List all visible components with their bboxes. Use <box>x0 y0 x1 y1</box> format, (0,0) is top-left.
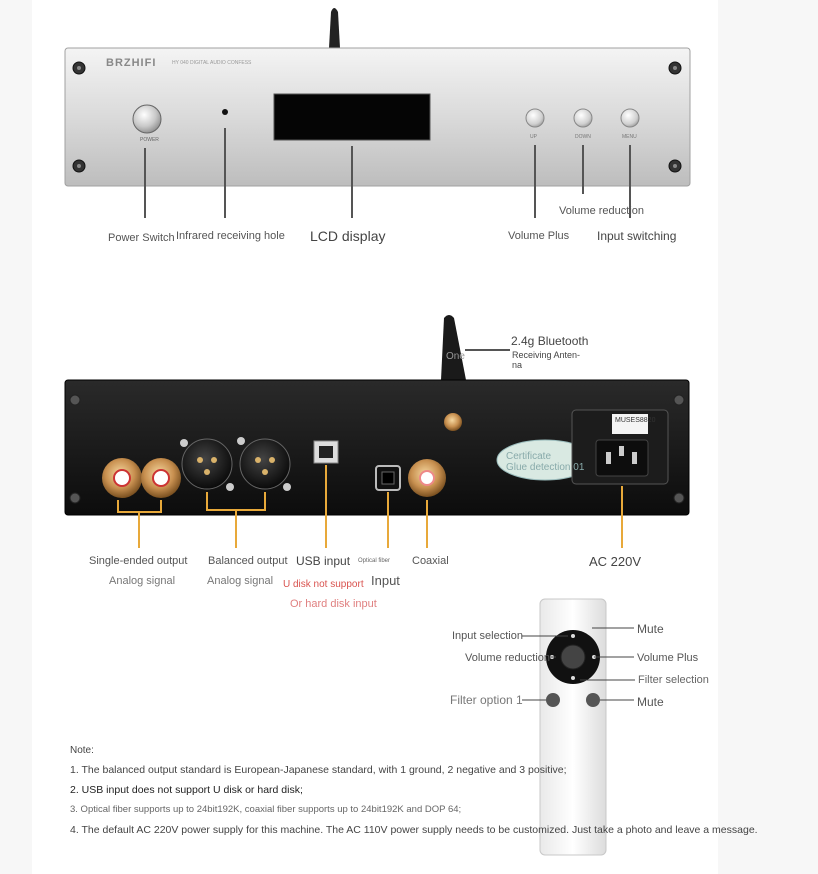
label-input-switching: Input switching <box>597 229 677 243</box>
label-optical: Optical fiber <box>358 558 391 564</box>
label-coaxial: Coaxial <box>412 555 449 567</box>
remote-filter-button <box>546 693 560 707</box>
remote-label-volume-plus: Volume Plus <box>637 652 699 664</box>
remote-label-input-selection: Input selection <box>452 630 523 642</box>
antenna-front <box>329 8 340 48</box>
label-infrared: Infrared receiving hole <box>176 230 285 242</box>
remote-label-filter-selection: Filter selection <box>638 674 709 686</box>
label-usb-warning-2: Or hard disk input <box>290 598 377 610</box>
label-single-ended: Single-ended output <box>89 555 188 567</box>
note-title: Note: <box>70 745 94 756</box>
remote-illustration <box>522 598 635 856</box>
ir-hole <box>222 109 228 115</box>
note-4: 4. The default AC 220V power supply for … <box>70 824 758 836</box>
label-analog-signal-1: Analog signal <box>109 575 176 587</box>
label-volume-reduction: Volume reduction <box>559 205 644 217</box>
label-lcd: LCD display <box>310 228 386 244</box>
lcd-screen <box>273 93 431 141</box>
label-power-switch: Power Switch <box>108 232 175 244</box>
note-1: 1. The balanced output standard is Europ… <box>70 764 567 776</box>
note-2: 2. USB input does not support U disk or … <box>70 784 303 796</box>
button-menu-label: MENU <box>622 134 637 140</box>
remote-label-mute-bottom: Mute <box>637 695 664 709</box>
power-socket-label: MUSES8820 <box>615 417 656 424</box>
bluetooth-sub2: na <box>512 360 523 370</box>
remote-mute-button <box>586 693 600 707</box>
note-3: 3. Optical fiber supports up to 24bit192… <box>70 804 462 815</box>
brand-logo: BRZHIFI <box>106 57 157 69</box>
remote-label-mute-top: Mute <box>637 622 664 636</box>
label-analog-signal-2: Analog signal <box>207 575 274 587</box>
antenna-rear <box>441 315 466 380</box>
label-usb-warning-1: U disk not support <box>283 579 364 590</box>
front-panel-illustration <box>64 8 691 218</box>
button-up-label: UP <box>530 134 537 140</box>
bluetooth-one: One <box>446 351 465 362</box>
label-optical-input: Input <box>371 573 400 588</box>
bluetooth-title: 2.4g Bluetooth <box>511 334 589 348</box>
model-text: HY 040 DIGITAL AUDIO CONFESS <box>172 60 252 66</box>
certificate-text: Certificate <box>506 451 552 462</box>
button-down-label: DOWN <box>575 134 591 140</box>
rear-panel-illustration <box>64 315 690 548</box>
label-usb-input: USB input <box>296 554 351 568</box>
remote-label-filter-option: Filter option 1 <box>450 693 523 707</box>
remote-label-volume-reduction: Volume reduction <box>465 652 550 664</box>
label-volume-plus: Volume Plus <box>508 230 570 242</box>
power-knob-label: POWER <box>140 137 159 143</box>
bluetooth-sub1: Receiving Anten- <box>512 350 581 360</box>
label-ac: AC 220V <box>589 554 642 569</box>
power-knob <box>132 104 162 134</box>
label-balanced: Balanced output <box>208 555 288 567</box>
glue-text: Glue detection 01 <box>506 462 585 473</box>
